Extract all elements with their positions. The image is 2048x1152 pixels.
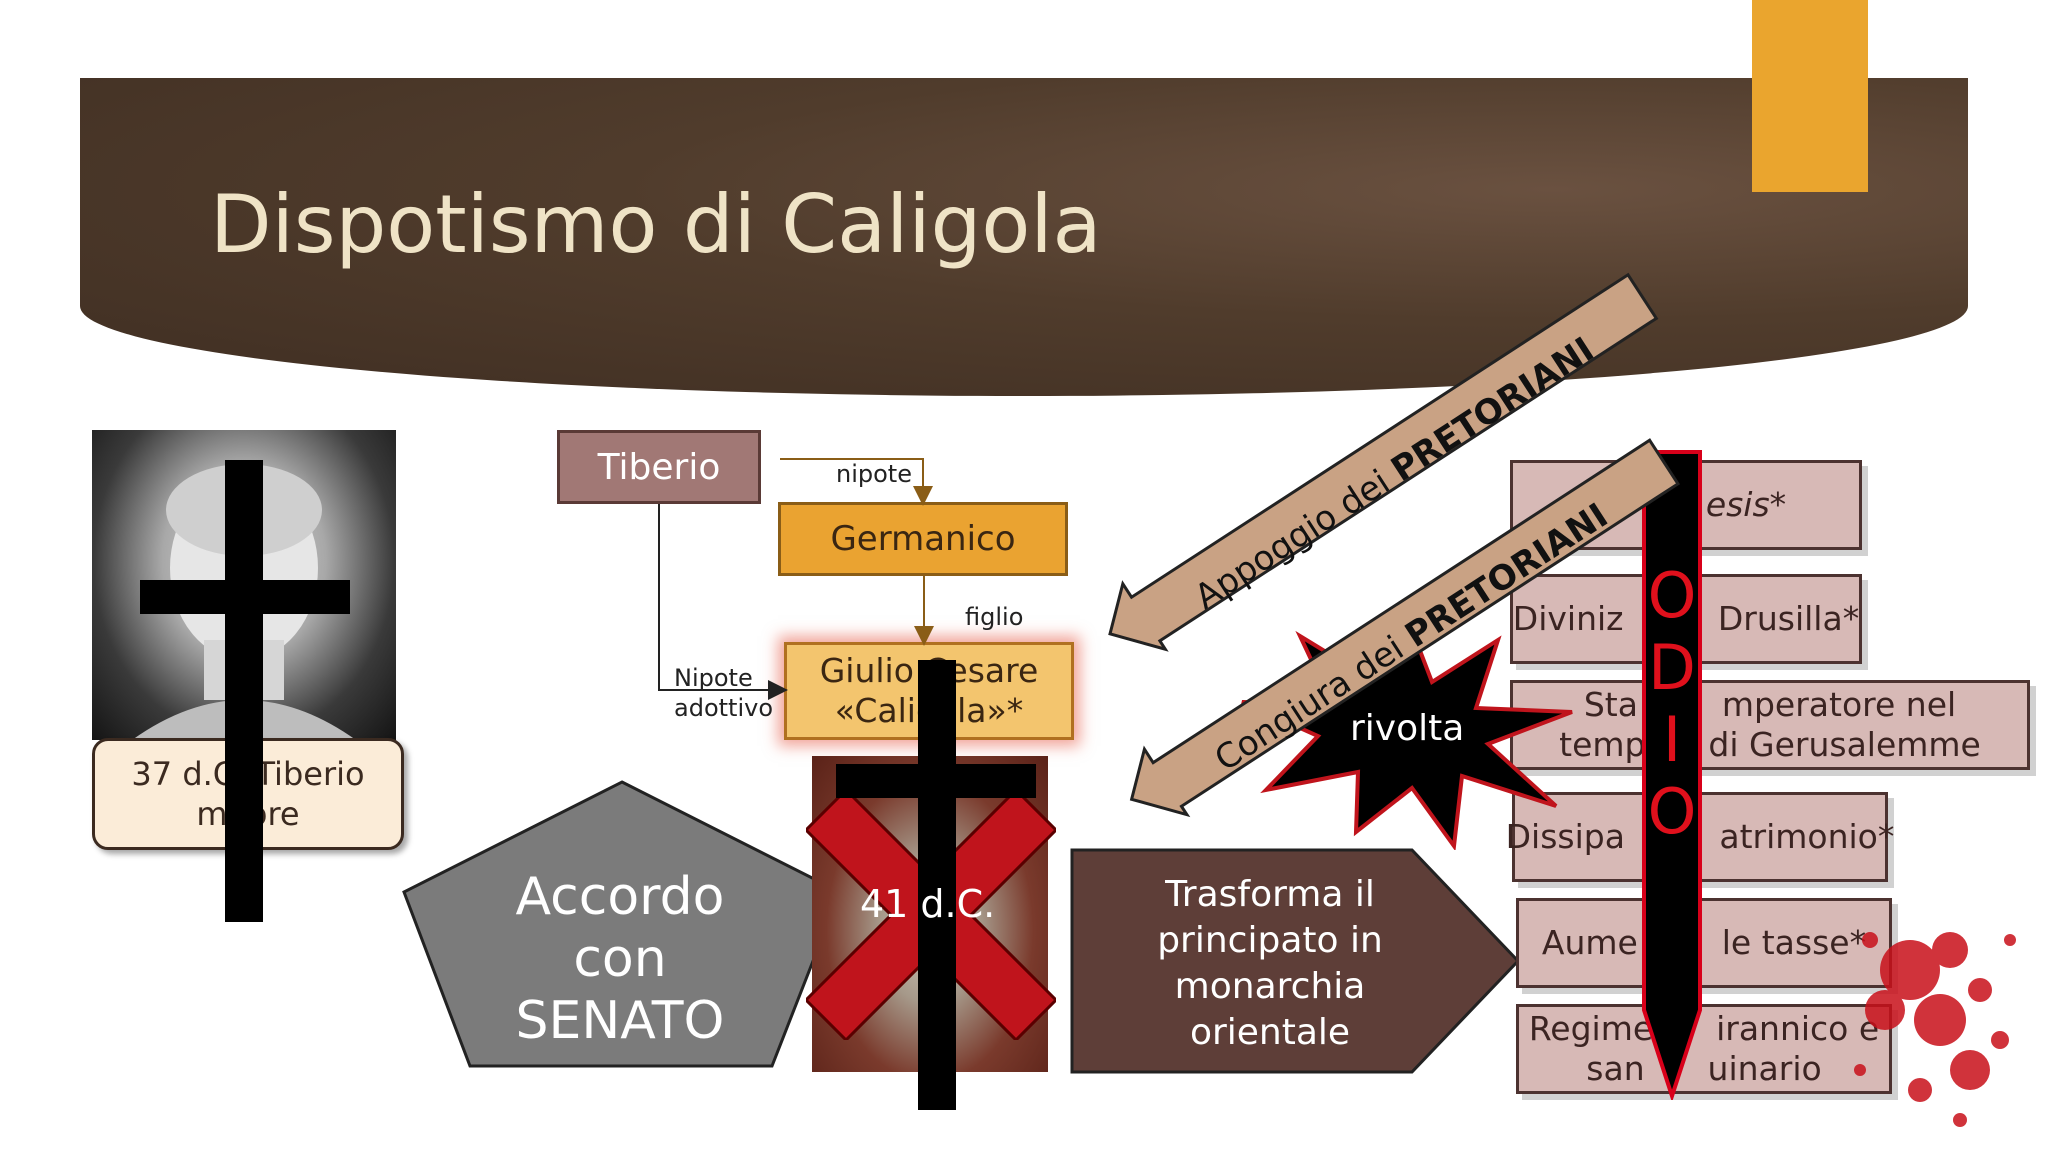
odio-letter: O	[1647, 775, 1697, 848]
rel-nipote-label: nipote	[836, 460, 912, 488]
slide-title: Dispotismo di Caligola	[210, 178, 1102, 271]
odio-letter: I	[1662, 703, 1682, 776]
reason-box-6: Regime irannico e san uinario	[1516, 1004, 1892, 1094]
caligola-cross-icon	[836, 660, 1036, 1110]
odio-sword-icon	[1642, 450, 1702, 1100]
reason-box-3: Sta mperatore nel temp di Gerusalemme	[1510, 680, 2030, 770]
reason-box-5: Aume le tasse*	[1516, 898, 1892, 988]
reason-text: Regime irannico e	[1528, 1009, 1880, 1048]
tiberio-box: Tiberio	[557, 430, 761, 504]
trasforma-line: principato in	[1157, 920, 1383, 961]
reason-text: Aume le tasse*	[1541, 923, 1867, 962]
reason-text: Dissipa atrimonio*	[1505, 817, 1895, 856]
rel-adottivo-label-1: Nipote	[674, 664, 753, 692]
death-year: 41 d.C.	[860, 882, 996, 926]
accordo-line: SENATO	[515, 991, 725, 1051]
reason-text: san uinario	[1586, 1049, 1822, 1088]
trasforma-line: Trasforma il	[1165, 874, 1375, 915]
tiberio-cross-icon	[140, 460, 350, 922]
odio-letter: D	[1648, 631, 1696, 704]
trasforma-text: Trasforma il principato in monarchia ori…	[1090, 872, 1450, 1056]
accordo-text: Accordo con SENATO	[470, 866, 770, 1052]
blood-splatter-icon	[1854, 932, 2016, 1127]
reason-text: Sta mperatore nel	[1583, 685, 1957, 724]
reason-text: temp di Gerusalemme	[1559, 725, 1981, 764]
orange-accent-tab	[1752, 0, 1868, 192]
odio-letter: O	[1647, 559, 1697, 632]
reason-text: Diviniz Drusilla*	[1512, 599, 1860, 638]
accordo-line: con	[573, 929, 667, 989]
accordo-line: Accordo	[515, 867, 725, 927]
trasforma-line: monarchia	[1174, 966, 1366, 1007]
appoggio-arrow	[1108, 272, 1659, 652]
rivolta-label: rivolta	[1350, 708, 1465, 749]
header-band	[80, 78, 1968, 396]
congiura-arrow	[1129, 438, 1681, 818]
reason-text: esis*	[1705, 485, 1787, 524]
trasforma-arrow	[1070, 848, 1520, 1074]
rel-figlio-label: figlio	[965, 603, 1024, 631]
odio-word: O D I O	[1636, 560, 1708, 848]
trasforma-line: orientale	[1189, 1012, 1351, 1053]
accordo-pentagon	[402, 780, 842, 1068]
rel-adottivo-label-2: adottivo	[674, 694, 773, 722]
